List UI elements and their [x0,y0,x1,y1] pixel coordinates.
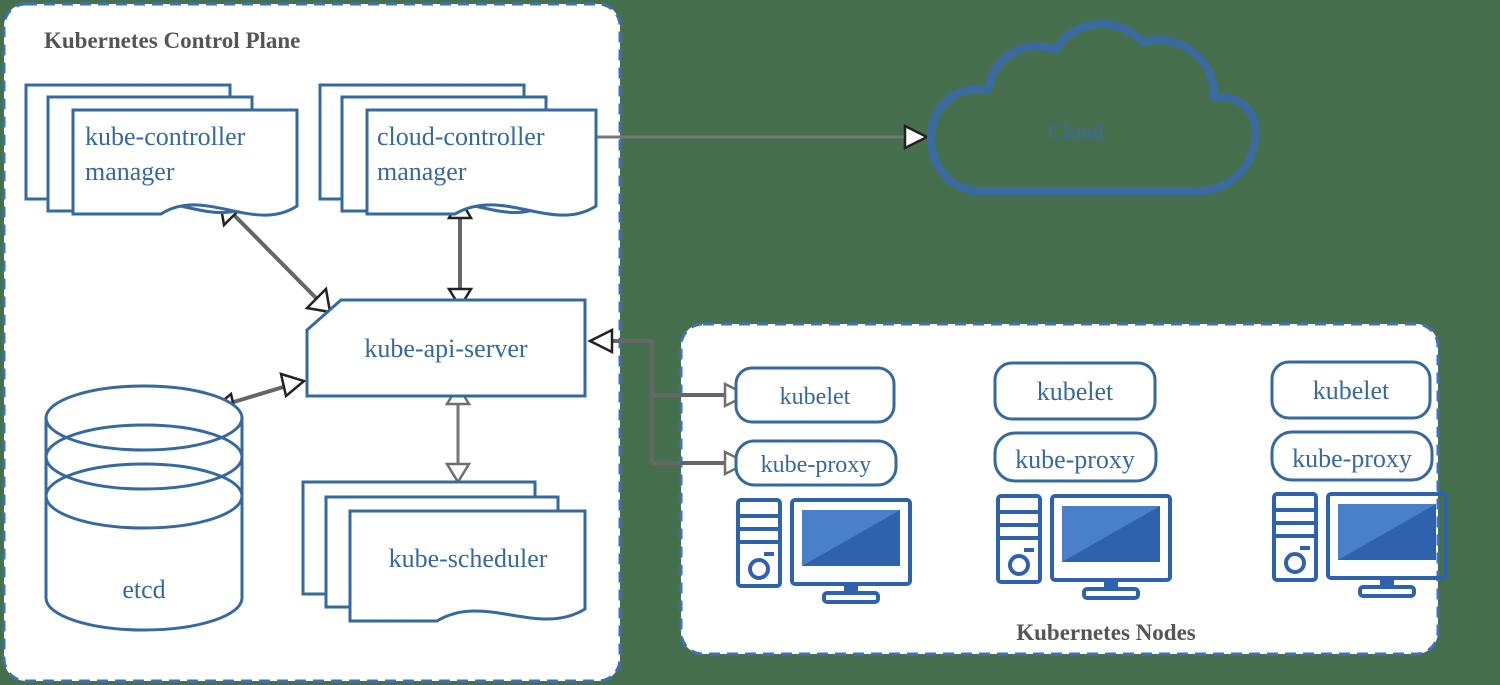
kube-controller-manager[interactable]: kube-controller manager [24,83,299,217]
cloud-label: Cloud [1048,119,1105,144]
connector-ccm-to-cloud [596,123,930,151]
node-1-kube-proxy[interactable] [734,439,898,487]
node-2-kube-proxy-label: kube-proxy [1015,445,1135,474]
node-1-kubelet[interactable] [734,366,896,424]
kube-scheduler-label: kube-scheduler [389,544,548,573]
node-2-kubelet[interactable] [993,361,1157,421]
etcd[interactable]: etcd [44,384,244,632]
cloud-controller-manager-label-line2: manager [377,157,467,186]
node-2-computer-icon [996,494,1172,600]
node-3-computer-icon [1272,492,1448,598]
kubernetes-nodes-title: Kubernetes Nodes [1016,620,1196,645]
node-2-kube-proxy[interactable] [993,431,1158,483]
cloud-controller-manager-label-line1: cloud-controller [377,122,545,151]
node-3-kube-proxy-label: kube-proxy [1292,444,1412,473]
node-3-kubelet-label: kubelet [1313,376,1390,405]
kube-scheduler[interactable]: kube-scheduler [301,480,587,623]
control-plane-title: Kubernetes Control Plane [44,28,300,53]
connector-node-to-apiserver [587,327,750,477]
node-3: kubelet kube-proxy [1270,360,1448,598]
kube-api-server[interactable]: kube-api-server [305,298,587,398]
node-1: kubelet kube-proxy [734,366,912,604]
kube-controller-manager-label-line1: kube-controller [85,122,246,151]
node-1-kube-proxy-label: kube-proxy [761,452,872,478]
node-2: kubelet kube-proxy [993,361,1172,600]
etcd-label: etcd [122,575,165,604]
kube-api-server-label: kube-api-server [364,334,527,363]
cloud[interactable]: Cloud [927,20,1260,196]
node-1-kubelet-label: kubelet [780,384,851,410]
node-3-kube-proxy[interactable] [1270,430,1434,482]
cloud-controller-manager[interactable]: cloud-controller manager [318,83,598,217]
node-1-computer-icon [736,498,912,604]
node-2-kubelet-label: kubelet [1037,377,1114,406]
kube-controller-manager-label-line2: manager [85,157,175,186]
node-3-kubelet[interactable] [1270,360,1432,420]
